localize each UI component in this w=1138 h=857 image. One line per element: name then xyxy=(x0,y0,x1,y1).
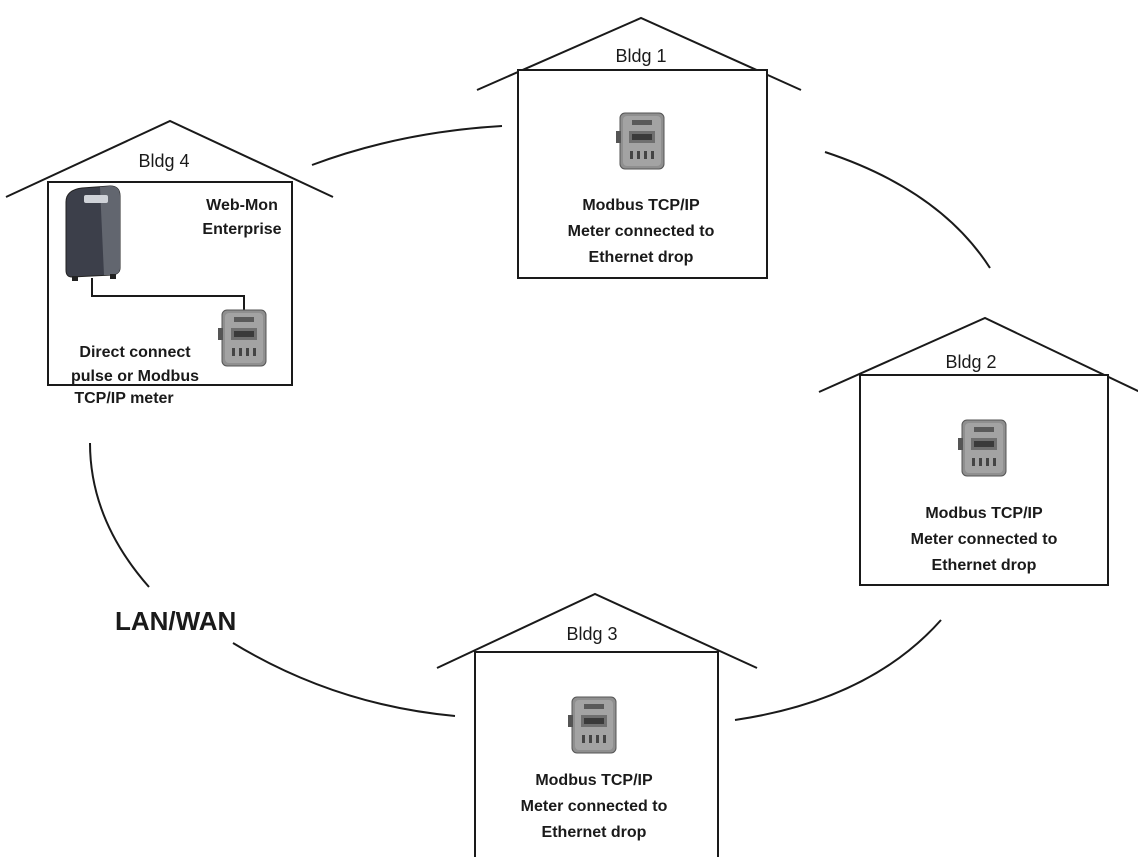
web-mon-server-icon xyxy=(65,185,121,281)
desc-line: Meter connected to xyxy=(568,223,715,240)
desc-line: Direct connect xyxy=(79,344,191,361)
building-name: Bldg 3 xyxy=(566,624,617,644)
roof xyxy=(476,16,802,91)
roof xyxy=(436,592,758,669)
building-4: Bldg 4 Web-Mon Enterprise Direct connect… xyxy=(5,119,334,407)
desc-line: Meter connected to xyxy=(911,531,1058,548)
roof xyxy=(818,316,1138,393)
desc-line: Ethernet drop xyxy=(589,249,694,266)
device-name: Web-Mon xyxy=(206,197,278,214)
link-bldg4-bldg1 xyxy=(311,125,503,166)
link-lan-bldg4 xyxy=(89,442,150,588)
building-1: Bldg 1 Modbus TCP/IP Meter connected to … xyxy=(476,16,802,279)
desc-line: Ethernet drop xyxy=(542,824,647,841)
desc-line: Meter connected to xyxy=(521,798,668,815)
desc-line: Modbus TCP/IP xyxy=(925,505,1043,522)
desc-line: Ethernet drop xyxy=(932,557,1037,574)
link-bldg3-lan xyxy=(232,642,456,717)
meter-icon xyxy=(957,419,1007,477)
lan-wan-label: LAN/WAN xyxy=(115,606,236,636)
desc-line: Modbus TCP/IP xyxy=(582,197,700,214)
link-bldg2-bldg3 xyxy=(734,619,942,721)
building-name: Bldg 4 xyxy=(138,151,189,171)
building-3: Bldg 3 Modbus TCP/IP Meter connected to … xyxy=(436,592,758,857)
building-box xyxy=(517,69,768,279)
desc-line: Modbus TCP/IP xyxy=(535,772,653,789)
cable xyxy=(91,278,245,312)
building-box xyxy=(859,374,1109,586)
desc-line: pulse or Modbus xyxy=(71,368,199,385)
meter-icon xyxy=(567,696,617,754)
roof xyxy=(5,119,334,198)
link-bldg1-bldg2 xyxy=(824,151,991,269)
meter-icon xyxy=(217,309,267,367)
network-ring xyxy=(89,125,991,721)
building-2: Bldg 2 Modbus TCP/IP Meter connected to … xyxy=(818,316,1138,586)
meter-icon xyxy=(615,112,665,170)
device-name: Enterprise xyxy=(202,221,281,238)
desc-line: TCP/IP meter xyxy=(74,390,173,407)
building-box xyxy=(474,651,719,857)
building-name: Bldg 2 xyxy=(945,352,996,372)
building-name: Bldg 1 xyxy=(615,46,666,66)
